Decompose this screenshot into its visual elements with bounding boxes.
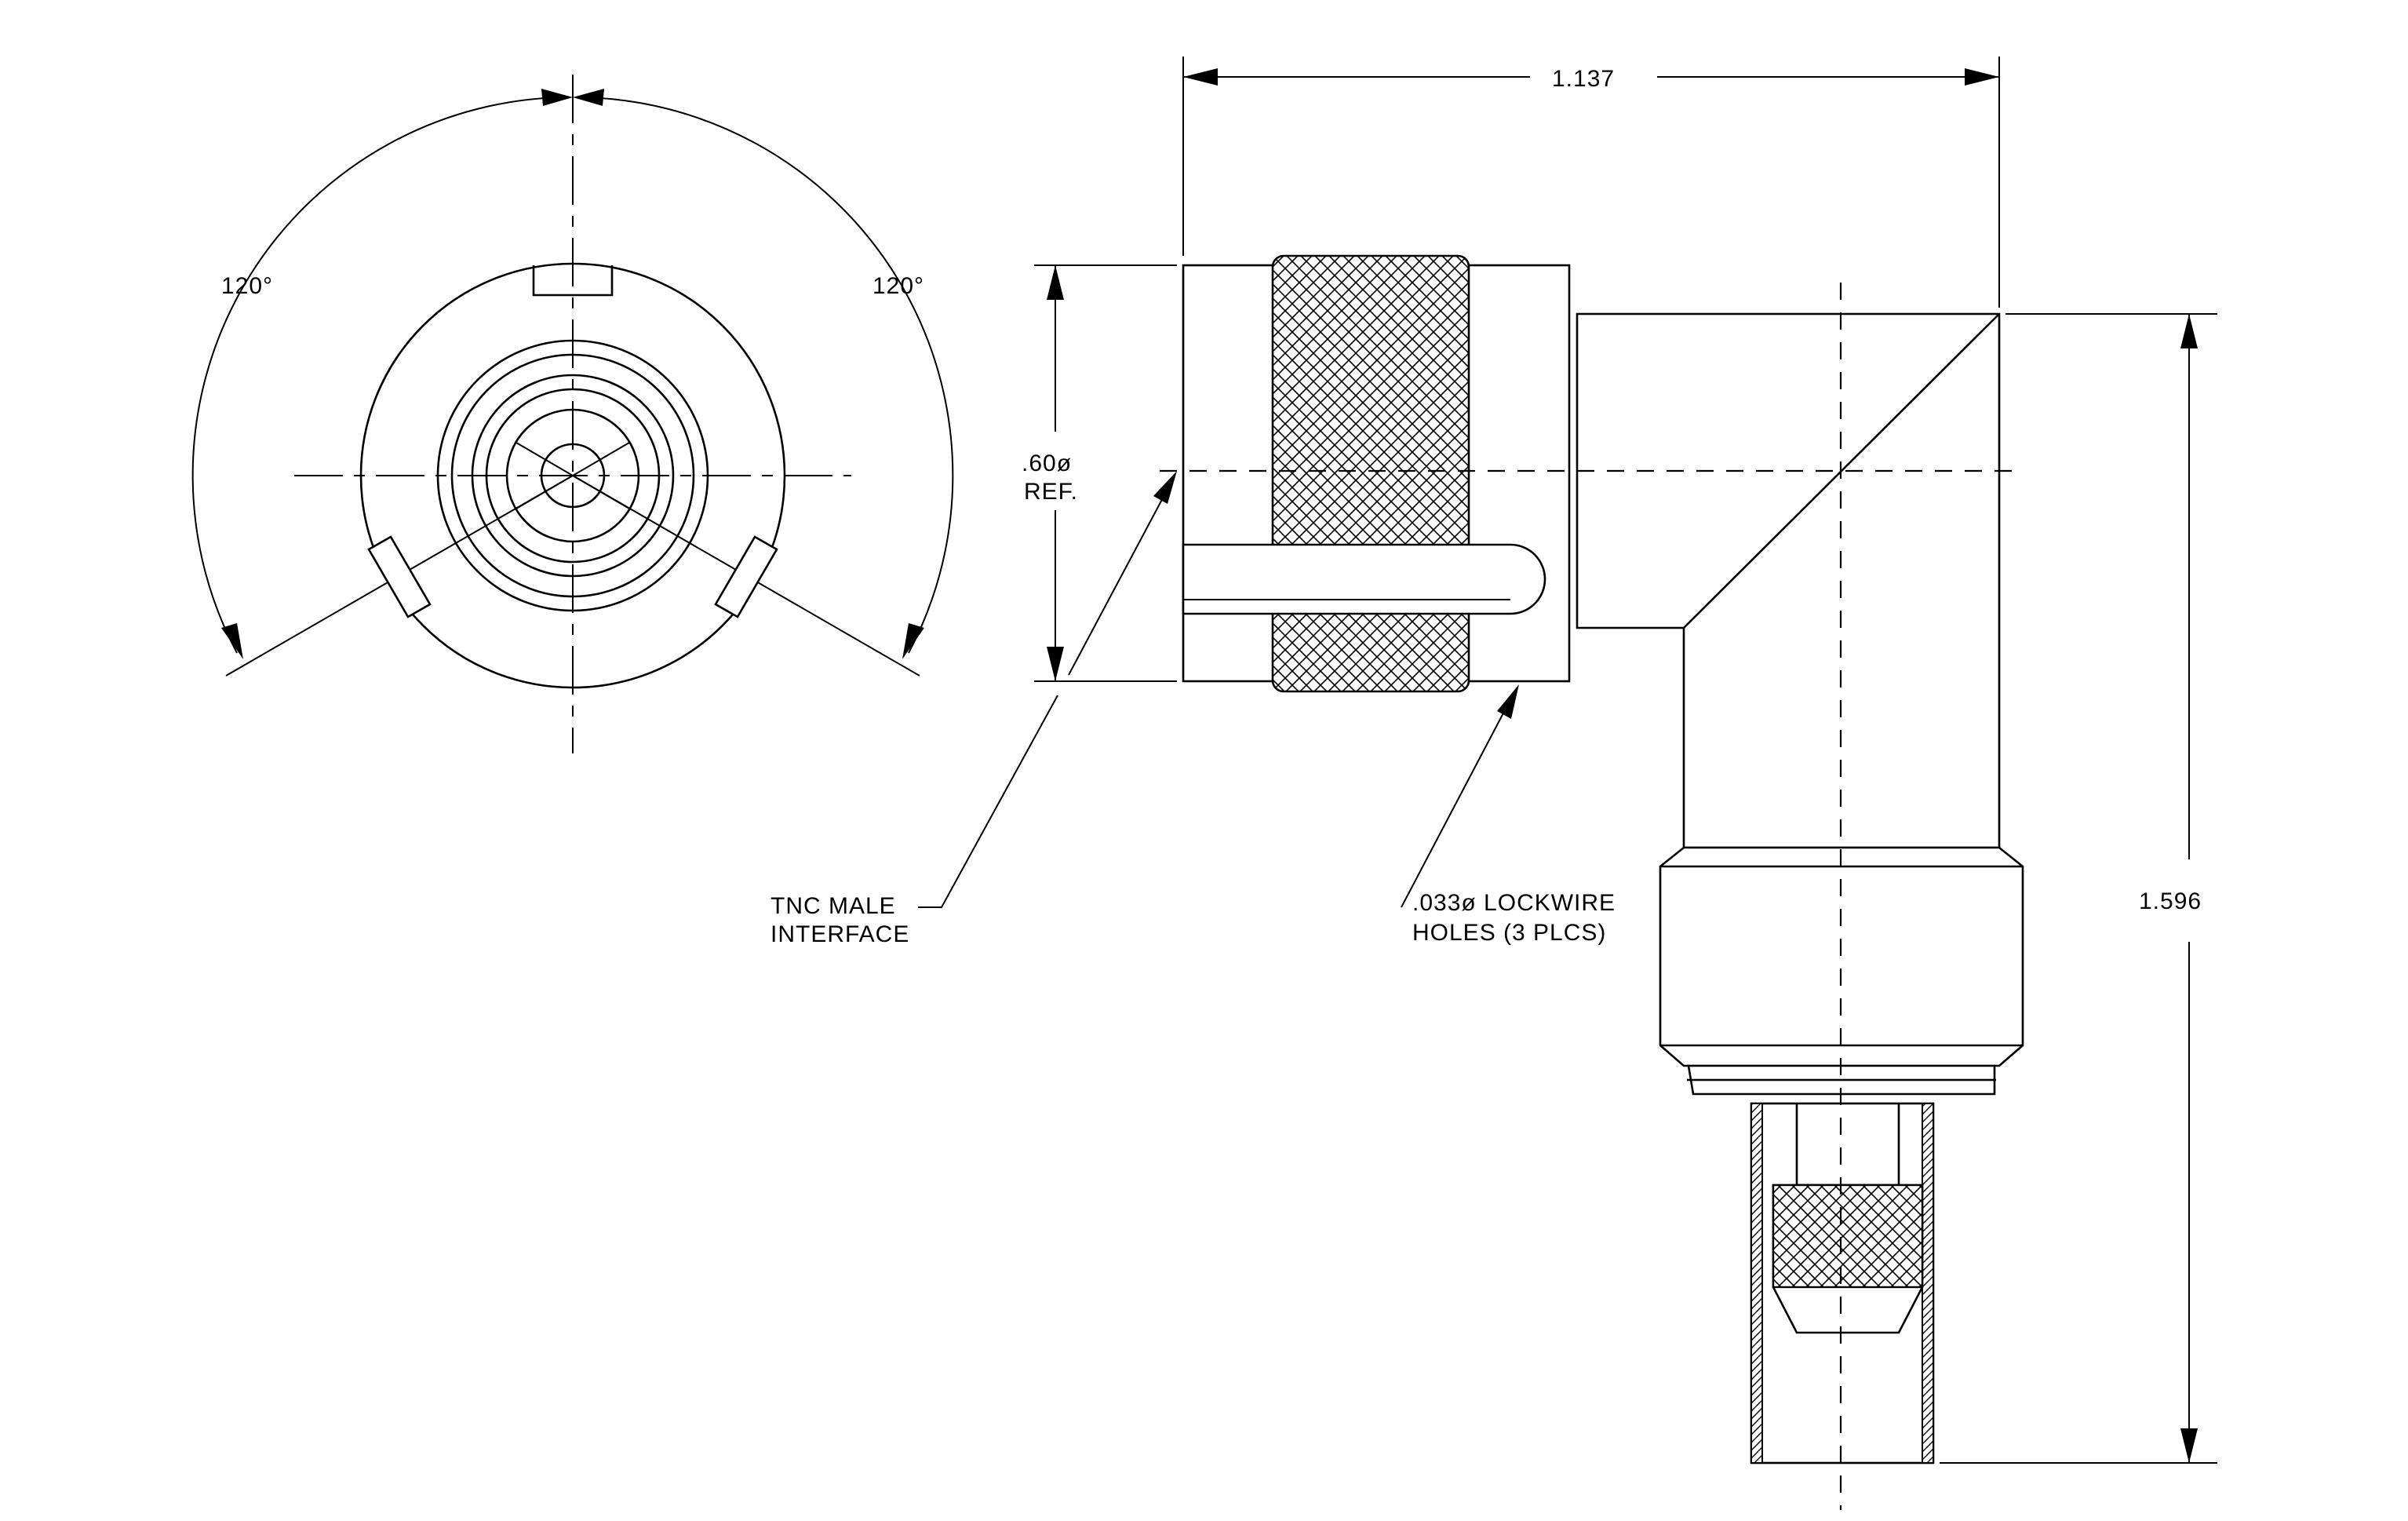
- lockwire-slot: [1182, 543, 1546, 615]
- coupling-nut-outline: [359, 262, 786, 689]
- interface-ring-outer: [436, 339, 709, 612]
- lockwire-notch-right: [714, 535, 778, 618]
- end-view: 120° 120°: [191, 75, 954, 753]
- callouts: TNC MALE INTERFACE .033ø LOCKWIRE HOLES …: [770, 471, 1616, 947]
- dim-arrow-length-left: [1183, 68, 1218, 86]
- callout-interface-line2: INTERFACE: [770, 921, 909, 947]
- center-pin-cross-2: [515, 442, 630, 509]
- crimp-nut: [1659, 846, 2024, 1067]
- center-pin: [540, 443, 606, 509]
- callout-lockwire-line1: .033ø LOCKWIRE: [1412, 890, 1616, 916]
- leader-interface-to-face: [1068, 480, 1173, 676]
- dimensions: 1.137 .60ø REF. 1.596: [1022, 57, 2217, 1464]
- angle-arrowhead-top-left: [541, 89, 573, 106]
- leader-interface: [918, 695, 1058, 908]
- ferrule-wall-right: [1922, 1103, 1934, 1464]
- angle-arrowhead-bottom-right: [902, 623, 924, 659]
- angle-arrowhead-top-right: [573, 89, 604, 106]
- ferrule-wall-left: [1750, 1103, 1763, 1464]
- dim-arrow-dia-top: [1047, 265, 1064, 300]
- callout-lockwire-line2: HOLES (3 PLCS): [1412, 920, 1606, 946]
- lockwire-notch-left: [367, 535, 432, 618]
- leader-arrow-lockwire: [1497, 684, 1519, 719]
- dim-label-dia-line1: .60ø: [1022, 450, 1072, 476]
- dim-label-dia-line2: REF.: [1024, 479, 1078, 505]
- interface-ring-2: [450, 353, 695, 598]
- dim-label-height: 1.596: [2139, 888, 2202, 914]
- elbow-body: [1576, 312, 2001, 849]
- angle-arc-left: [191, 97, 563, 654]
- dim-arrow-length-right: [1965, 68, 1999, 86]
- side-view: [1160, 254, 2024, 1510]
- interface-ring-4: [485, 388, 661, 564]
- dim-arrow-dia-bottom: [1047, 647, 1064, 681]
- inner-knurl-pattern: [1772, 1184, 1924, 1289]
- angle-arrowhead-bottom-left: [221, 623, 243, 659]
- lockwire-notch-top: [532, 265, 614, 297]
- leader-arrow-interface: [1153, 471, 1177, 504]
- coupling-knurl-band: [1271, 254, 1470, 693]
- callout-interface-line1: TNC MALE: [770, 893, 896, 919]
- dielectric-ring: [505, 408, 640, 543]
- angle-arc-right: [583, 97, 954, 654]
- dim-arrow-height-bottom: [2180, 1428, 2198, 1463]
- angle-label-left: 120°: [221, 273, 273, 299]
- dim-label-length: 1.137: [1552, 66, 1615, 92]
- interface-ring-3: [471, 374, 675, 578]
- leader-lockwire: [1401, 691, 1515, 908]
- angle-label-right: 120°: [872, 273, 924, 299]
- dim-arrow-height-top: [2180, 314, 2198, 348]
